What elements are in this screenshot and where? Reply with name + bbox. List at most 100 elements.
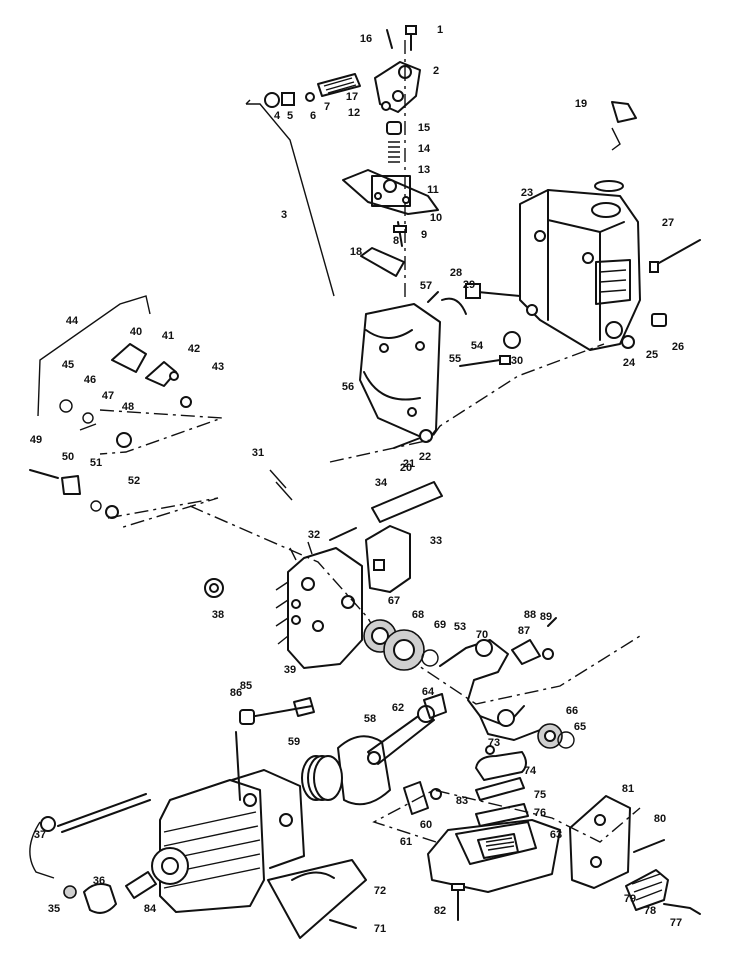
callout-11: 11 [427, 184, 439, 196]
callout-62: 62 [392, 702, 404, 714]
callout-21: 21 [403, 458, 415, 470]
throttle-linkage [29, 295, 223, 529]
ignition-flywheel [189, 469, 641, 705]
callout-64: 64 [422, 686, 435, 698]
callout-45: 45 [62, 359, 74, 371]
callout-23: 23 [521, 187, 533, 199]
callout-78: 78 [644, 905, 656, 917]
callout-26: 26 [672, 341, 684, 353]
callout-34: 34 [375, 477, 388, 489]
callout-52: 52 [128, 475, 140, 487]
callout-7: 7 [324, 101, 330, 113]
callout-37: 37 [34, 829, 46, 841]
callout-72: 72 [374, 885, 386, 897]
callout-18: 18 [350, 246, 362, 258]
callout-76: 76 [534, 807, 546, 819]
callout-73: 73 [488, 737, 500, 749]
callout-8: 8 [393, 235, 399, 247]
callout-63: 63 [550, 829, 562, 841]
callout-85: 85 [240, 680, 252, 692]
callout-13: 13 [418, 164, 430, 176]
callout-82: 82 [434, 905, 446, 917]
callout-54: 54 [471, 340, 484, 352]
callout-14: 14 [418, 143, 431, 155]
callout-19: 19 [575, 98, 587, 110]
muffler [267, 745, 701, 939]
callout-89: 89 [540, 611, 552, 623]
callout-32: 32 [308, 529, 320, 541]
callout-20: 20 [400, 462, 412, 474]
callout-27: 27 [662, 217, 674, 229]
callout-56: 56 [342, 381, 354, 393]
callout-30: 30 [511, 355, 523, 367]
callout-22: 22 [419, 451, 431, 463]
callout-57: 57 [420, 280, 432, 292]
callout-10: 10 [430, 212, 442, 224]
callout-9: 9 [421, 229, 427, 241]
callout-49: 49 [30, 434, 42, 446]
callout-65: 65 [574, 721, 586, 733]
callout-59: 59 [288, 736, 300, 748]
callout-55: 55 [449, 353, 461, 365]
callout-58: 58 [364, 713, 376, 725]
callout-38: 38 [212, 609, 224, 621]
callout-29: 29 [463, 279, 475, 291]
callout-83: 83 [456, 795, 468, 807]
callout-79: 79 [624, 893, 636, 905]
callout-84: 84 [144, 903, 157, 915]
callout-66: 66 [566, 705, 578, 717]
callout-71: 71 [374, 923, 386, 935]
callout-24: 24 [623, 357, 636, 369]
mount-plate [329, 291, 605, 463]
callout-51: 51 [90, 457, 102, 469]
callout-44: 44 [66, 315, 79, 327]
callout-2: 2 [433, 65, 439, 77]
callout-39: 39 [284, 664, 296, 676]
callout-88: 88 [524, 609, 536, 621]
callout-4: 4 [274, 110, 281, 122]
carburetor-assembly [245, 25, 439, 300]
callout-69: 69 [434, 619, 446, 631]
callout-70: 70 [476, 629, 488, 641]
callout-74: 74 [524, 765, 537, 777]
callout-87: 87 [518, 625, 530, 637]
cylinder [29, 731, 305, 914]
callout-17: 17 [346, 91, 358, 103]
callout-36: 36 [93, 875, 105, 887]
piston-assembly [239, 693, 447, 815]
callout-50: 50 [62, 451, 74, 463]
callout-68: 68 [412, 609, 424, 621]
callout-3: 3 [281, 209, 287, 221]
callout-12: 12 [348, 107, 360, 119]
callout-35: 35 [48, 903, 60, 915]
callout-53: 53 [454, 621, 466, 633]
callout-25: 25 [646, 349, 658, 361]
callout-47: 47 [102, 390, 114, 402]
callout-16: 16 [360, 33, 372, 45]
callout-48: 48 [122, 401, 134, 413]
callout-40: 40 [130, 326, 142, 338]
callout-15: 15 [418, 122, 430, 134]
crankshaft-group [363, 617, 575, 749]
callout-43: 43 [212, 361, 224, 373]
callout-61: 61 [400, 836, 412, 848]
callout-42: 42 [188, 343, 200, 355]
callout-1: 1 [437, 24, 443, 36]
callout-86: 86 [230, 687, 242, 699]
callout-6: 6 [310, 110, 316, 122]
callout-28: 28 [450, 267, 462, 279]
callout-67: 67 [388, 595, 400, 607]
callout-80: 80 [654, 813, 666, 825]
callout-33: 33 [430, 535, 442, 547]
crankcase [465, 101, 701, 351]
callout-81: 81 [622, 783, 634, 795]
callout-60: 60 [420, 819, 432, 831]
callout-77: 77 [670, 917, 682, 929]
callout-31: 31 [252, 447, 264, 459]
callout-75: 75 [534, 789, 546, 801]
callout-46: 46 [84, 374, 96, 386]
callout-41: 41 [162, 330, 174, 342]
callout-5: 5 [287, 110, 293, 122]
